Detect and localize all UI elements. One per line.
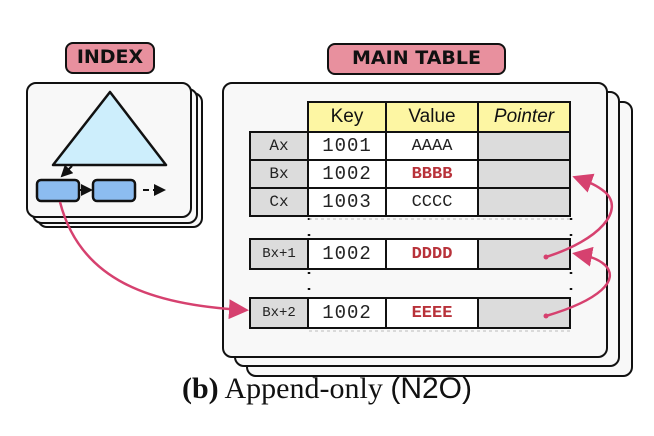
index-sheet xyxy=(26,82,192,218)
main-table-label: MAIN TABLE xyxy=(327,43,506,75)
row-id-bx1: Bx+1 xyxy=(249,238,309,270)
row-value-bx1: DDDD xyxy=(385,238,479,270)
row-key-bx1: 1002 xyxy=(307,238,387,270)
row-pointer-cx xyxy=(477,187,571,217)
row-pointer-bx xyxy=(477,159,571,189)
row-value-ax: AAAA xyxy=(385,131,479,161)
row-key-bx: 1002 xyxy=(307,159,387,189)
column-header-value: Value xyxy=(385,101,479,133)
row-key-cx: 1003 xyxy=(307,187,387,217)
figure-caption: (b) Append-only (N2O) xyxy=(0,372,654,406)
row-pointer-ax xyxy=(477,131,571,161)
row-pointer-bx2 xyxy=(477,297,571,329)
caption-scheme: (N2O) xyxy=(390,372,472,405)
caption-prefix: (b) xyxy=(181,372,219,405)
row-key-bx2: 1002 xyxy=(307,297,387,329)
row-key-ax: 1001 xyxy=(307,131,387,161)
row-id-bx: Bx xyxy=(249,159,309,189)
row-id-ax: Ax xyxy=(249,131,309,161)
row-id-cx: Cx xyxy=(249,187,309,217)
row-id-bx2: Bx+2 xyxy=(249,297,309,329)
row-value-bx: BBBB xyxy=(385,159,479,189)
row-value-bx2: EEEE xyxy=(385,297,479,329)
column-header-key: Key xyxy=(307,101,387,133)
row-pointer-bx1 xyxy=(477,238,571,270)
index-label: INDEX xyxy=(65,42,155,74)
caption-text: Append-only xyxy=(224,372,383,405)
column-header-pointer: Pointer xyxy=(477,101,571,133)
row-value-cx: CCCC xyxy=(385,187,479,217)
